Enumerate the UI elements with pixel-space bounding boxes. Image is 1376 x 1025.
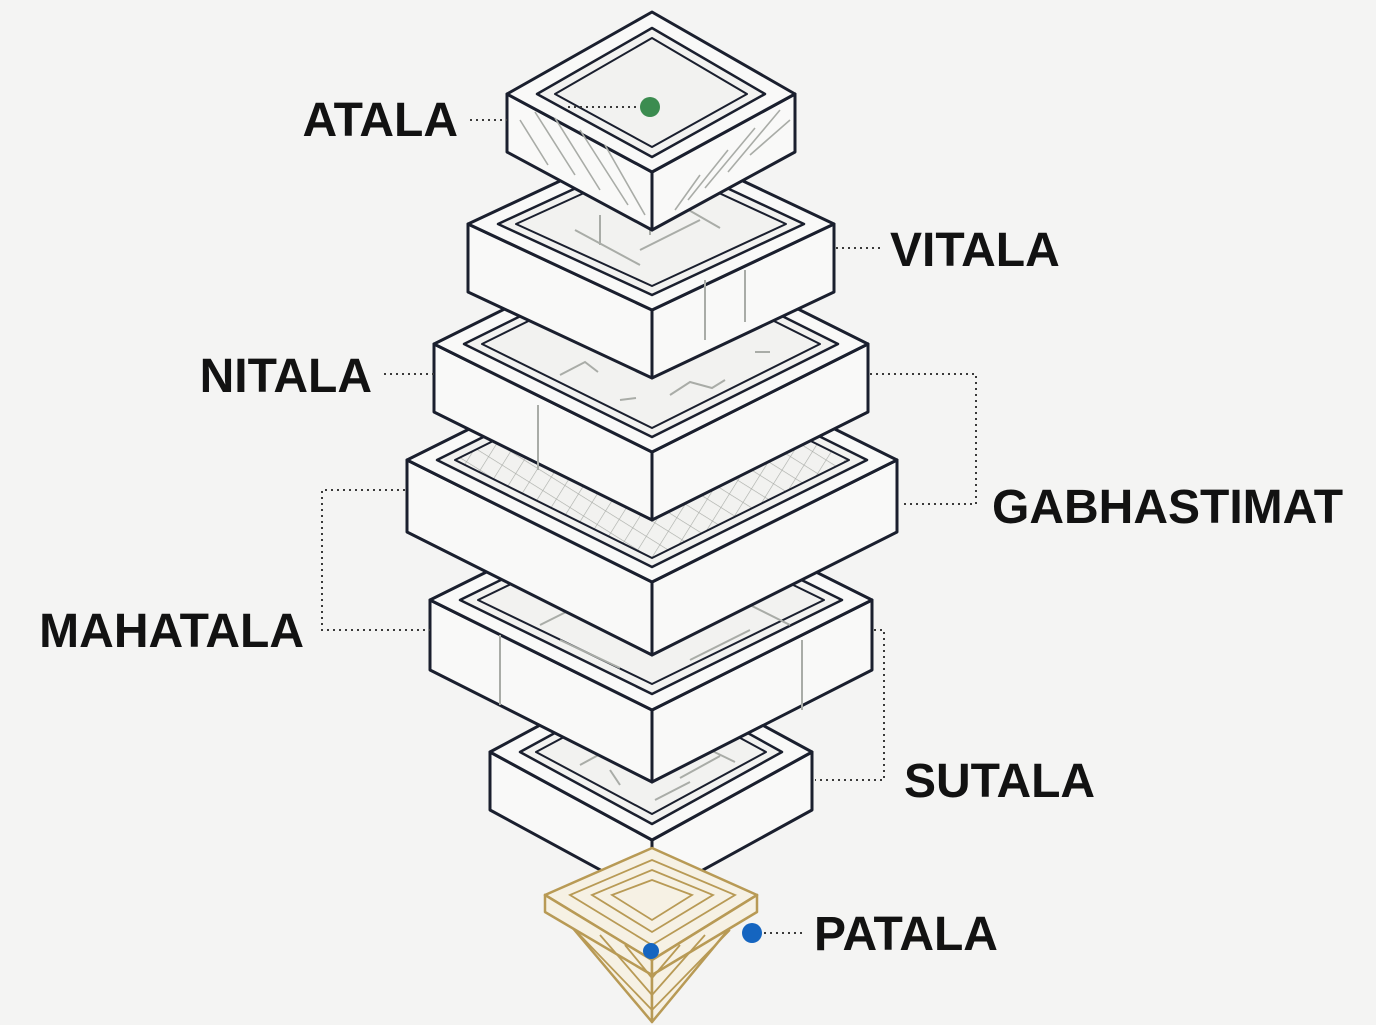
layer-patala <box>543 846 762 1024</box>
labels: ATALA VITALA NITALA GABHASTIMAT MAHATALA… <box>39 94 1343 961</box>
patala-pyramid <box>543 846 759 1024</box>
leader-lines <box>321 119 977 934</box>
label-sutala: SUTALA <box>904 755 1095 808</box>
layer-atala <box>505 10 797 232</box>
patala-marker-dot-inner <box>643 943 659 959</box>
vitala-texture <box>574 195 746 340</box>
mahatala-leader <box>321 489 430 631</box>
patala-texture <box>568 859 737 1011</box>
sutala-leader <box>815 629 885 781</box>
label-patala: PATALA <box>814 908 998 961</box>
nitala-texture <box>537 309 770 470</box>
label-vitala: VITALA <box>890 224 1060 277</box>
label-mahatala: MAHATALA <box>39 605 304 658</box>
label-atala: ATALA <box>302 94 458 147</box>
label-gabhastimat: GABHASTIMAT <box>992 481 1343 534</box>
atala-marker-dot <box>640 97 660 117</box>
label-nitala: NITALA <box>200 350 372 403</box>
patala-marker-dot <box>742 923 762 943</box>
atala-box <box>505 10 797 232</box>
atala-texture <box>519 109 791 216</box>
